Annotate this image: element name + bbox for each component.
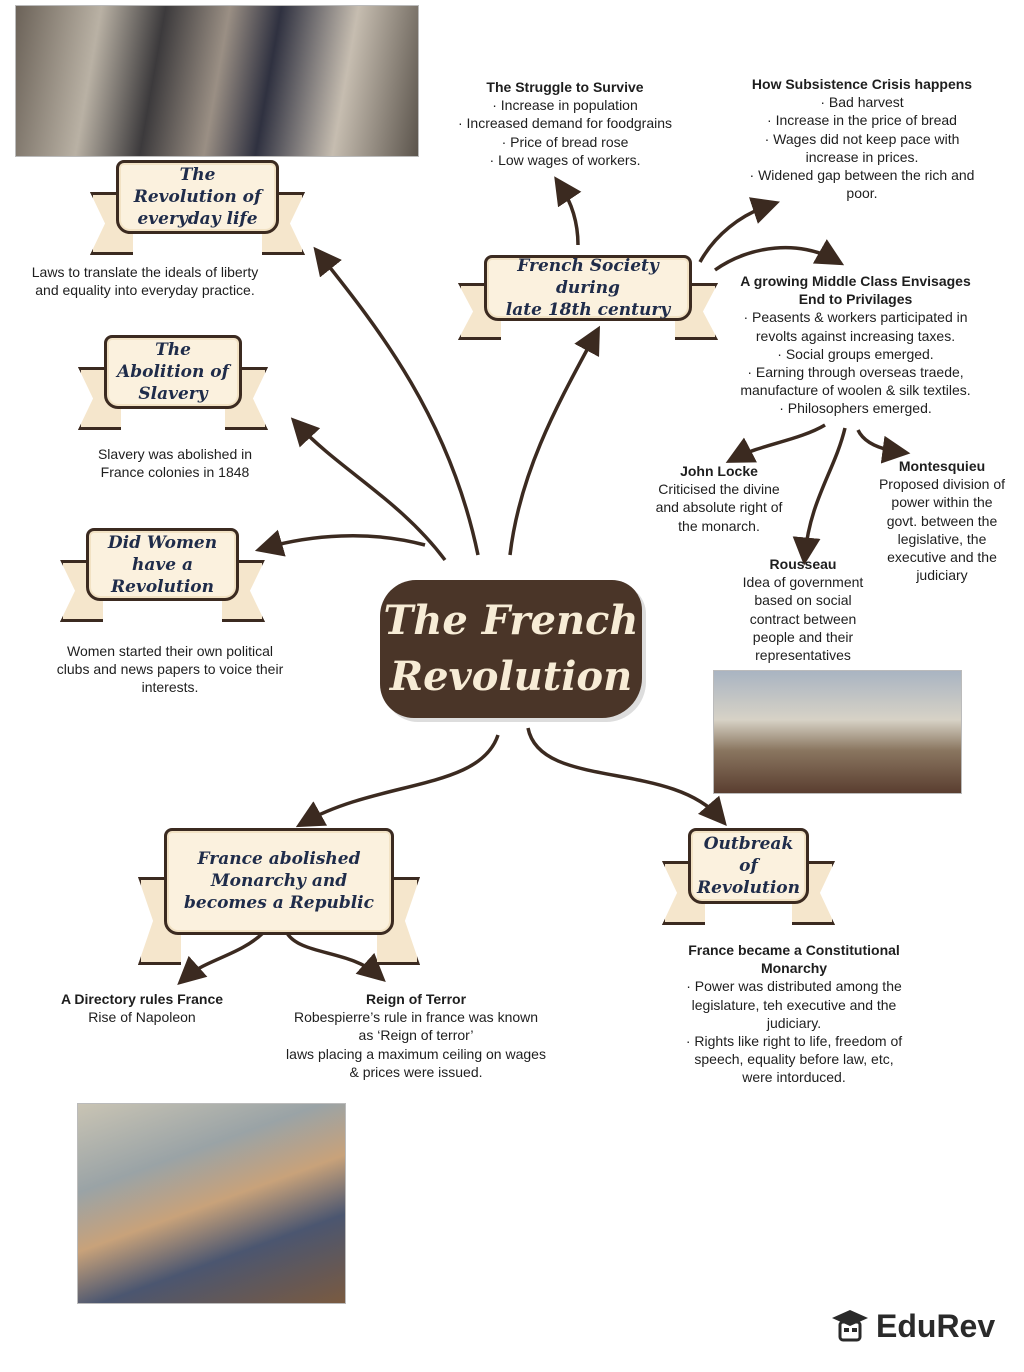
arrow-women [254, 529, 426, 557]
crowd-painting-image [713, 670, 962, 794]
graduation-cap-icon [832, 1310, 868, 1342]
execution-painting-image [77, 1103, 346, 1304]
arrow-terror [285, 931, 386, 982]
note-women: Women started their own political clubs … [56, 643, 284, 696]
note-subsistence: How Subsistence Crisis happens· Bad harv… [749, 76, 975, 202]
arrow-subsistence [698, 197, 780, 263]
arrow-locke [725, 423, 826, 463]
arrow-middle [713, 239, 845, 272]
arrow-struggle [554, 176, 582, 246]
arrow-society [508, 325, 600, 556]
battle-painting-image [15, 5, 419, 157]
banner-women-revolution: Did Women have a Revolution [60, 528, 265, 622]
arrow-directory [177, 931, 265, 986]
note-middle-class: A growing Middle Class Envisages End to … [740, 273, 971, 417]
arrow-outbreak [526, 727, 727, 826]
arrow-montesquieu [856, 429, 911, 464]
arrow-everyday [313, 246, 480, 556]
arrow-rousseau [792, 427, 847, 566]
banner-everyday-life: The Revolution of everyday life [90, 160, 305, 255]
banner-republic: France abolished Monarchy and becomes a … [138, 828, 420, 965]
logo-text: EduRev [876, 1307, 996, 1344]
banner-abolition-slavery: The Abolition of Slavery [78, 335, 268, 430]
banner-outbreak: Outbreak of Revolution [662, 828, 835, 925]
note-slavery: Slavery was abolished in France colonies… [97, 446, 253, 481]
arrow-republic [295, 734, 500, 828]
note-everyday: Laws to translate the ideals of liberty … [31, 264, 259, 299]
note-struggle: The Struggle to Survive· Increase in pop… [457, 79, 672, 168]
arrow-slavery [290, 417, 447, 562]
banner-french-society: French Society during late 18th century [458, 255, 718, 340]
note-constitutional-monarchy: France became a Constitutional Monarchy·… [685, 942, 903, 1086]
edurev-logo[interactable]: EduRev [830, 1306, 995, 1346]
central-title: The French Revolution [380, 580, 642, 718]
